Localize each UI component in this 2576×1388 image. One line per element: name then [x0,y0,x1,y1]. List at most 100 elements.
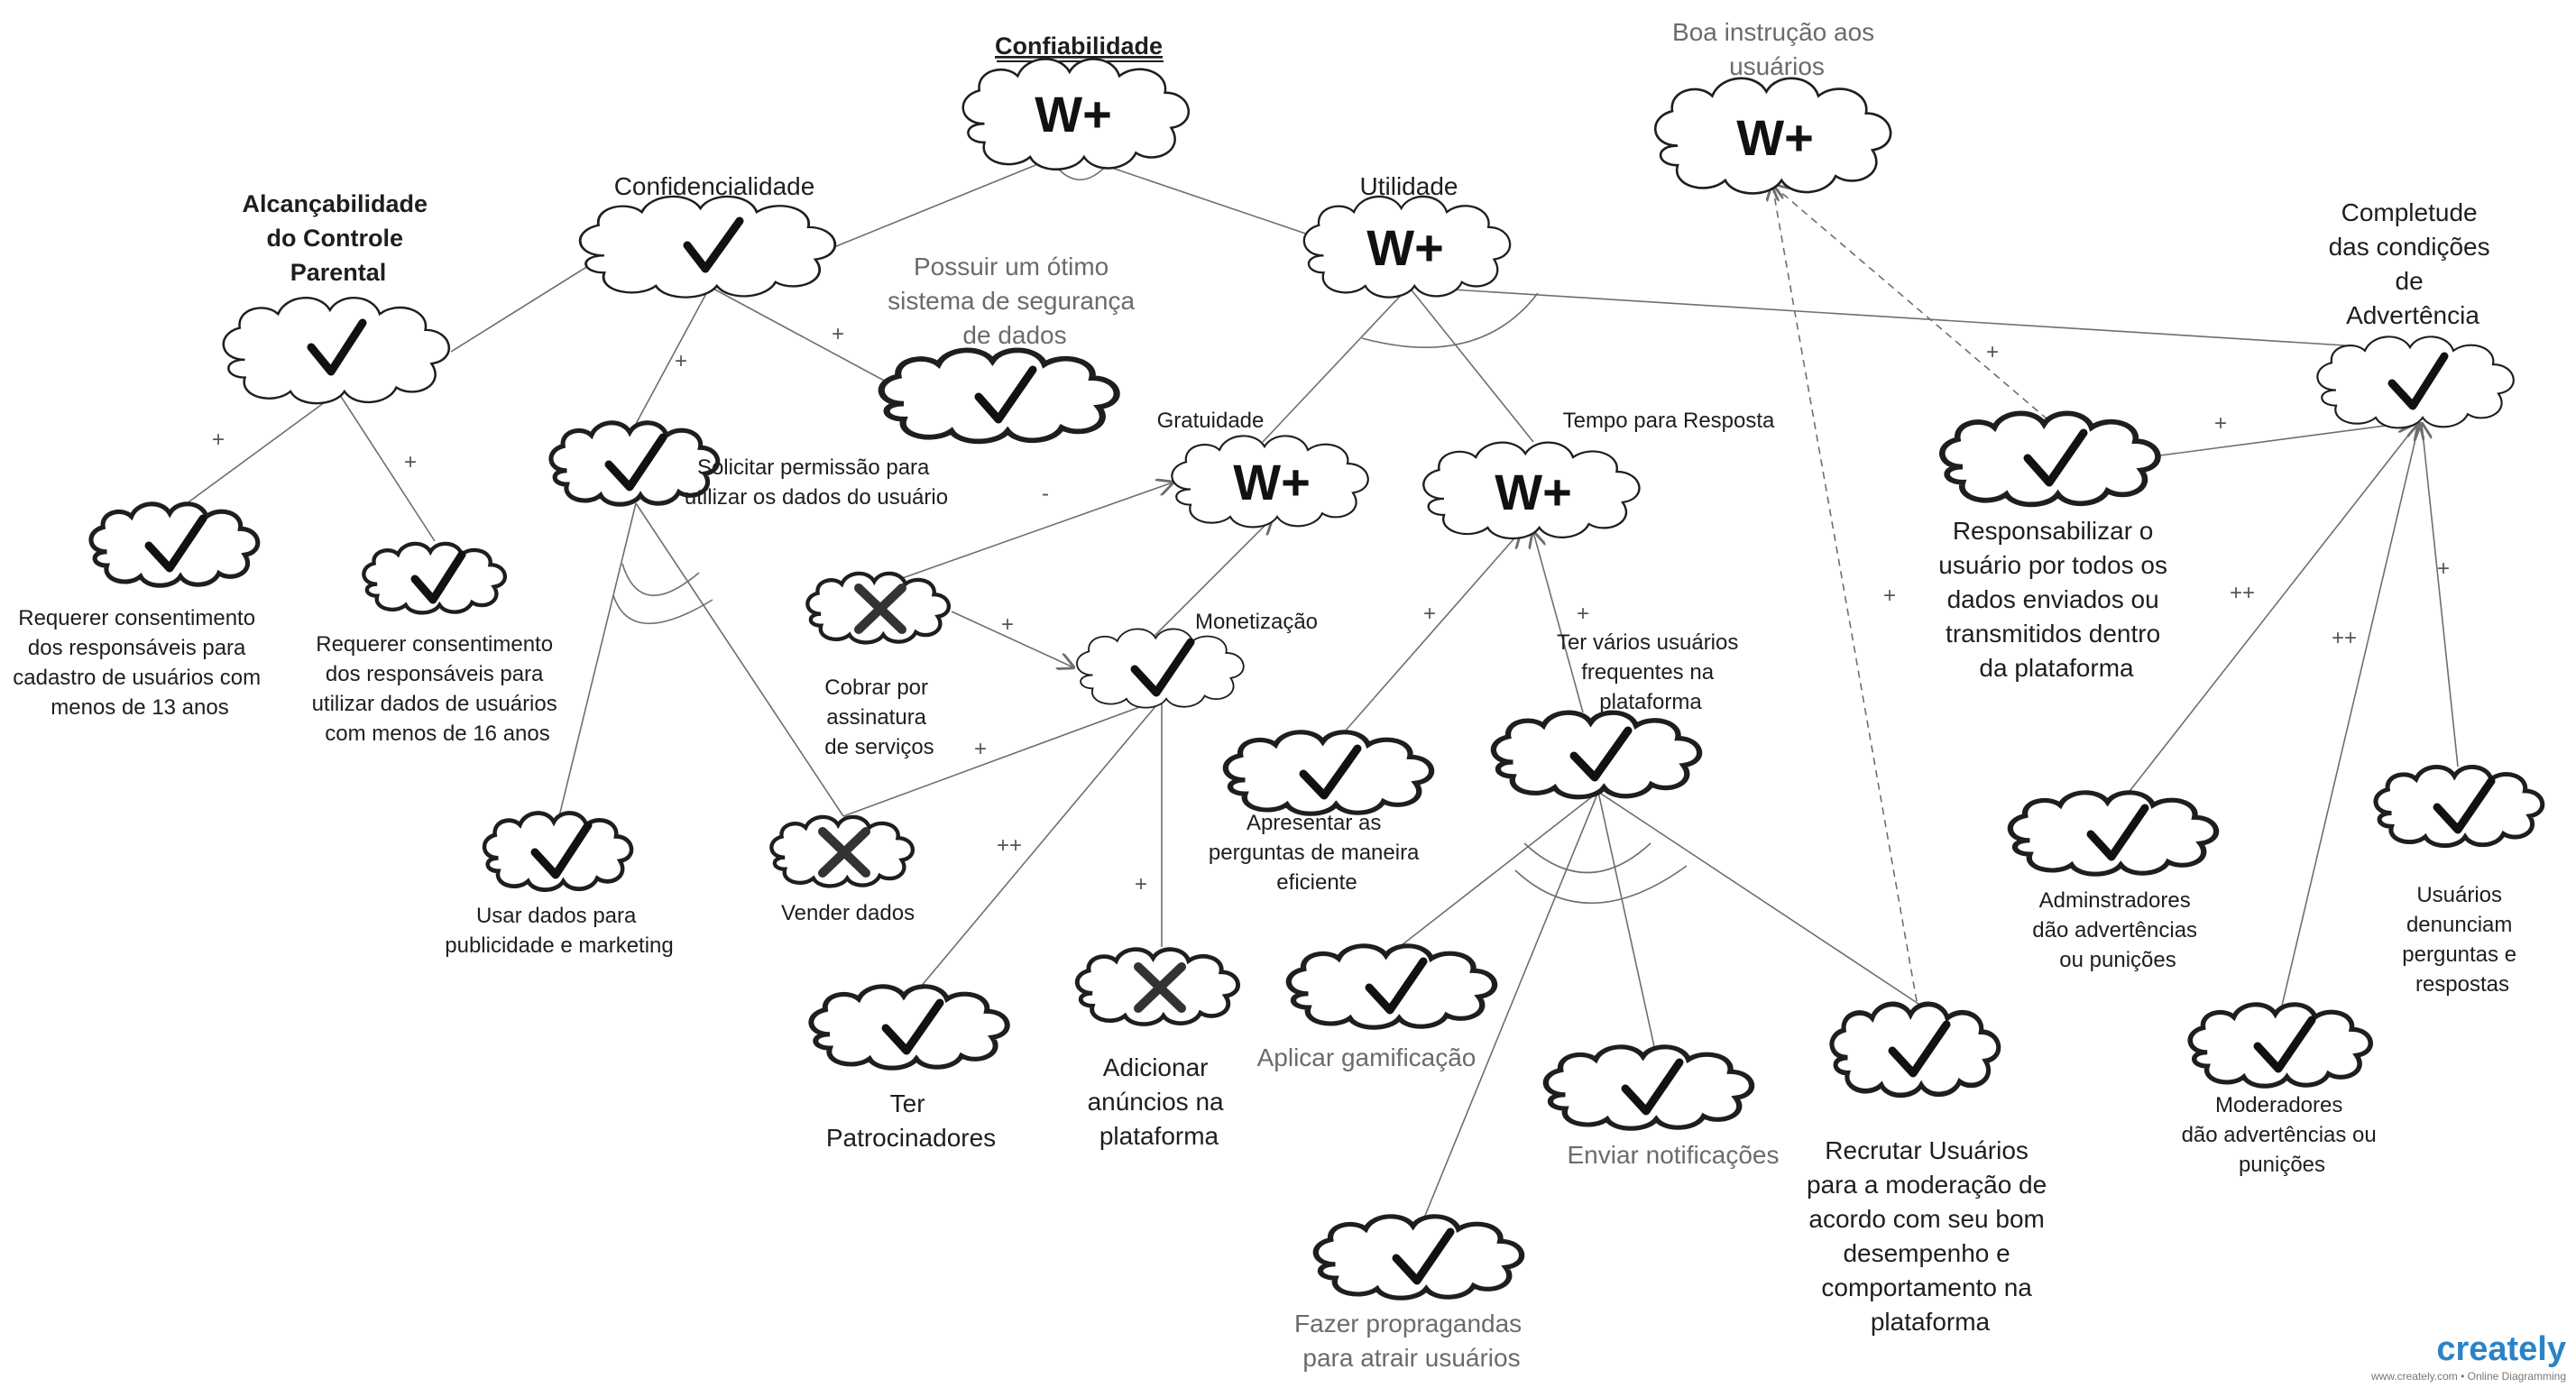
edge-varios-propagandas [1420,791,1599,1227]
label-line: desempenho e [1843,1239,2010,1267]
node-label: Confiabilidade [995,32,1163,60]
node-usar-dados[interactable]: Usar dados para publicidade e marketing [445,813,674,958]
node-admins[interactable]: Adminstradores dão advertências ou puniç… [2010,793,2216,972]
label-line: Responsabilizar o [1953,517,2154,545]
contribution-labels: + + + + - + + ++ + + + + + + ++ ++ + [212,322,2450,896]
node-utilidade[interactable]: Utilidade W+ [1302,172,1512,299]
node-label: Requerer consentimento dos responsáveis … [312,632,564,746]
node-notificacoes[interactable]: Enviar notificações [1546,1047,1780,1169]
label-line: Solicitar permissão para [697,455,930,480]
contrib-responsabilizar-completude: + [2214,411,2227,436]
node-propagandas[interactable]: Fazer propragandas para atrair usuários [1294,1217,1529,1372]
node-label: Confidencialidade [614,172,815,200]
node-apresentar[interactable]: Apresentar as perguntas de maneira efici… [1209,732,1431,895]
label-line: plataforma [1599,690,1702,714]
label-line: Advertência [2346,301,2479,329]
label-line: utilizar dados de usuários [312,692,557,716]
label-line: transmitidos dentro [1946,620,2160,648]
label-line: Alcançabilidade [242,190,428,217]
node-alcancabilidade[interactable]: Alcançabilidade do Controle Parental [222,190,451,405]
label-line: eficiente [1276,870,1357,895]
cloud-shape [1316,1217,1522,1298]
node-label: Possuir um ótimo sistema de segurança de… [888,253,1142,349]
label-line: dão advertências [2032,918,2197,942]
node-confidencialidade[interactable]: Confidencialidade [578,172,837,299]
node-monetizacao[interactable]: Monetização [1076,610,1318,709]
cloud-shape [2010,793,2216,874]
cloud-shape [2316,336,2515,429]
node-vender-dados[interactable]: Vender dados [771,817,915,925]
edge-confidencialidade-solicitar [635,286,711,425]
node-boa-instrucao[interactable]: Boa instrução aos usuários W+ [1653,18,1892,195]
satisfaction-value: W+ [1035,86,1112,142]
node-recrutar[interactable]: Recrutar Usuários para a moderação de ac… [1807,1004,2054,1336]
node-seguranca[interactable]: Possuir um ótimo sistema de segurança de… [881,253,1142,441]
cross-icon [818,827,870,878]
node-gamificacao[interactable]: Aplicar gamificação [1257,946,1495,1071]
edge-patrocinadores-monetizacao [919,698,1163,988]
node-label: Fazer propragandas para atrair usuários [1294,1310,1529,1372]
edge-varios-tempo [1533,532,1584,713]
node-confiabilidade[interactable]: Confiabilidade W+ [961,32,1191,171]
node-label: Boa instrução aos usuários [1672,18,1881,80]
edge-solicitar-vender [635,502,844,817]
node-label: Vender dados [781,901,915,925]
label-line: Ter [890,1089,925,1117]
node-moderadores[interactable]: Moderadores dão advertências ou punições [2182,1005,2383,1177]
label-line: para atrair usuários [1302,1344,1520,1372]
contrib-alc-req13: + [212,427,225,452]
node-label: Adicionar anúncios na plataforma [1088,1053,1231,1150]
label-line: perguntas e [2402,942,2516,967]
node-gratuidade[interactable]: Gratuidade W+ [1157,409,1369,529]
satisfaction-value: W+ [1495,464,1572,520]
label-line: de serviços [824,735,934,759]
node-usuarios-denunciam[interactable]: Usuários denunciam perguntas e respostas [2376,767,2543,997]
check-icon [2433,777,2496,834]
label-line: menos de 13 anos [51,695,228,720]
node-varios-usuarios[interactable]: Ter vários usuários frequentes na plataf… [1494,630,1744,797]
node-label: Aplicar gamificação [1257,1043,1477,1071]
creately-logo: creately www.creately.com • Online Diagr… [2370,1330,2566,1383]
cloud-shape [1289,946,1495,1027]
node-req-16[interactable]: Requerer consentimento dos responsáveis … [312,544,564,746]
label-line: Parental [290,259,387,286]
node-anuncios[interactable]: Adicionar anúncios na plataforma [1077,950,1237,1150]
node-cobrar[interactable]: Cobrar por assinatura de serviços [807,574,949,759]
edge-alc-req16 [337,391,436,542]
label-line: dos responsáveis para [326,662,544,686]
edge-utilidade-completude [1408,286,2346,346]
check-icon [530,821,593,879]
label-line: punições [2239,1153,2325,1177]
cloud-shape [1942,413,2157,504]
contrib-conf-solicitar: + [675,349,687,373]
node-req-13[interactable]: Requerer consentimento dos responsáveis … [13,504,266,720]
cloud-shape [811,987,1007,1068]
and-arc-solicitar-2 [612,594,713,625]
check-icon [410,550,466,604]
node-label: Monetização [1195,610,1318,634]
node-label: Utilidade [1360,172,1458,200]
node-tempo-resposta[interactable]: Tempo para Resposta W+ [1422,409,1775,540]
node-patrocinadores[interactable]: Ter Patrocinadores [811,987,1007,1152]
node-label: Cobrar por assinatura de serviços [824,676,934,759]
label-line: plataforma [1099,1122,1219,1150]
logo-subtitle: www.creately.com • Online Diagramming [2370,1370,2566,1383]
node-label: Gratuidade [1157,409,1265,433]
label-line: Completude [2341,198,2478,226]
node-label: Responsabilizar o usuário por todos os d… [1938,517,2175,682]
node-label: Moderadores dão advertências ou punições [2182,1093,2383,1177]
node-solicitar-permissao[interactable]: Solicitar permissão para utilizar os dad… [551,423,948,510]
node-label: Recrutar Usuários para a moderação de ac… [1807,1136,2054,1336]
edge-alc-req13 [175,391,339,512]
node-responsabilizar[interactable]: Responsabilizar o usuário por todos os d… [1938,413,2175,682]
cloud-shape [1076,628,1245,709]
check-icon [974,365,1037,424]
check-icon [1130,638,1195,697]
cross-icon [1134,962,1186,1013]
node-completude[interactable]: Completude das condições de Advertência [2316,198,2515,429]
label-line: das condições [2329,233,2490,261]
contrib-responsabilizar-boa: + [1986,340,1999,364]
node-label: Ter vários usuários frequentes na plataf… [1557,630,1744,714]
label-line: cadastro de usuários com [13,666,261,690]
